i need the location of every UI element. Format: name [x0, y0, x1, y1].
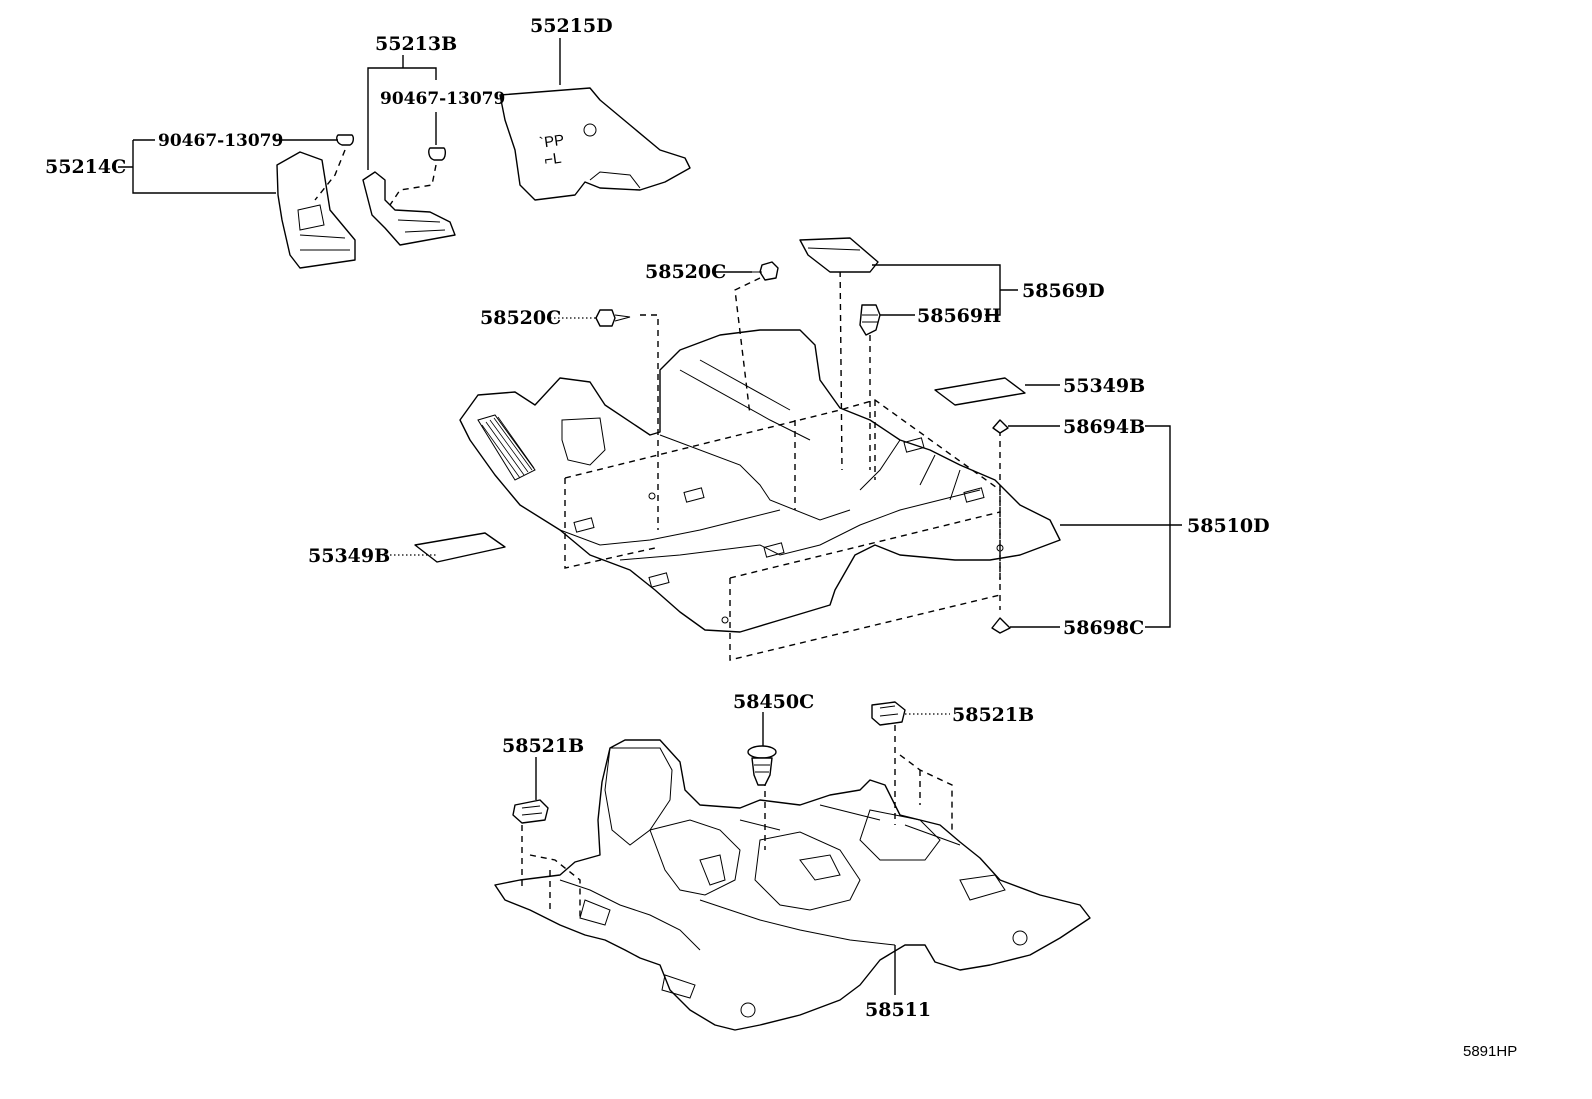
- image-code: 5891HP: [1463, 1043, 1517, 1060]
- label-90467-13079-left: 90467-13079: [158, 131, 283, 151]
- label-58520C-lower: 58520C: [480, 307, 561, 329]
- label-58511: 58511: [865, 999, 931, 1021]
- label-58521B-right: 58521B: [952, 704, 1034, 726]
- label-55349B-right: 55349B: [1063, 375, 1145, 397]
- pad-55349B-left: [414, 532, 506, 563]
- reference-lines-58511: [521, 725, 953, 920]
- label-58698C: 58698C: [1063, 617, 1144, 639]
- clip-58694B: [992, 419, 1009, 434]
- panel-58569D: [799, 237, 879, 273]
- label-58694B: 58694B: [1063, 416, 1145, 438]
- label-58569H: 58569H: [917, 305, 1001, 327]
- label-90467-13079-upper: 90467-13079: [380, 89, 505, 109]
- label-58520C-upper: 58520C: [645, 261, 726, 283]
- part-58511-drawing: [494, 739, 1091, 1031]
- label-58450C: 58450C: [733, 691, 814, 713]
- part-55214C-drawing: [276, 134, 356, 269]
- clip-58698C: [991, 617, 1011, 634]
- label-55349B-left: 55349B: [308, 545, 390, 567]
- bracket-55213B: [367, 67, 437, 170]
- svg-text:⌐L: ⌐L: [543, 150, 562, 169]
- label-58510D: 58510D: [1187, 515, 1270, 537]
- svg-text:`PP: `PP: [538, 132, 565, 152]
- clip-58450C: [747, 745, 777, 786]
- retainer-58521B-right: [871, 701, 906, 726]
- label-58569D: 58569D: [1022, 280, 1105, 302]
- label-55215D: 55215D: [530, 15, 613, 37]
- label-55213B: 55213B: [375, 33, 457, 55]
- reference-lines-58510D: [564, 259, 1001, 661]
- clip-58569H: [859, 304, 881, 336]
- part-55215D-drawing: `PP ⌐L: [499, 87, 691, 201]
- part-55213B-drawing: [362, 147, 456, 246]
- label-55214C: 55214C: [45, 156, 126, 178]
- fastener-58520C-upper: [752, 261, 779, 281]
- pad-55349B-right: [934, 377, 1026, 406]
- fastener-58520C-lower: [595, 309, 631, 327]
- part-58510D-drawing: [459, 329, 1061, 633]
- retainer-58521B-left: [512, 799, 549, 824]
- label-58521B-left: 58521B: [502, 735, 584, 757]
